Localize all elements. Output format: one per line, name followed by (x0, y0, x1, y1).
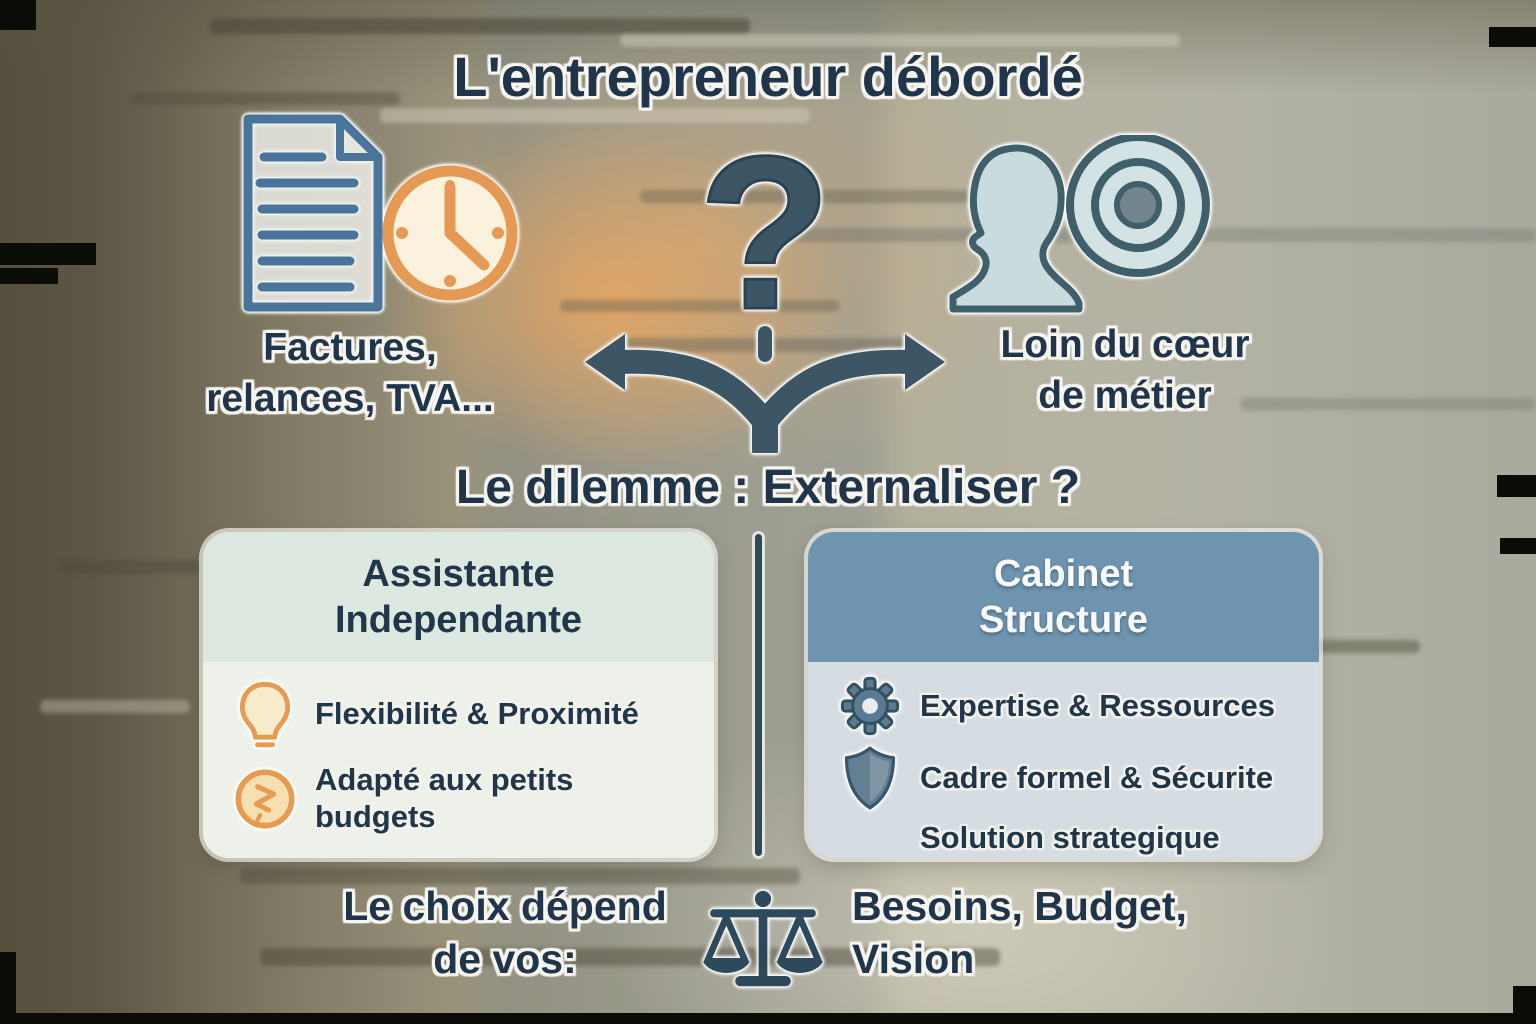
list-item-label: Flexibilité & Proximité (315, 695, 639, 731)
list-item: Solution strategique (834, 820, 1299, 857)
edge-patch (0, 0, 36, 30)
list-item: Adapté aux petits budgets (229, 762, 694, 835)
bottom-border (0, 1013, 1536, 1024)
document-and-clock-icon (243, 114, 518, 312)
edge-patch (0, 952, 16, 1014)
footer-left-text: Le choix dépend de vos: (343, 883, 667, 983)
gear-icon (834, 676, 906, 736)
right-card-title: Cabinet Structure (808, 532, 1319, 662)
list-item-label: Adapté aux petits budgets (315, 762, 574, 834)
left-card-title: Assistante Independante (203, 532, 714, 662)
vertical-divider (755, 534, 762, 856)
edge-patch (0, 243, 96, 265)
shield-icon (834, 746, 906, 810)
lightbulb-icon (229, 680, 301, 748)
card-assistante-independante: Assistante Independante Flexibilité & Pr… (203, 532, 714, 858)
background-streak (40, 700, 190, 713)
list-item: Flexibilité & Proximité (229, 680, 694, 748)
background-streak (210, 18, 750, 34)
edge-patch (1513, 986, 1536, 1014)
list-item: Expertise & Ressources (834, 676, 1299, 736)
edge-patch (1500, 538, 1536, 554)
footer-right-text: Besoins, Budget, Vision (852, 883, 1187, 983)
edge-patch (0, 268, 58, 284)
list-item: Cadre formel & Sécurite (834, 746, 1299, 810)
list-item-label: Solution strategique (920, 820, 1220, 855)
question-mark-fork-arrows-icon: ? (585, 148, 945, 453)
right-card-body: Expertise & Ressources Cadre formel & Sé… (808, 662, 1319, 858)
list-item-label: Cadre formel & Sécurite (920, 759, 1274, 795)
left-pain-caption: Factures, relances, TVA... (206, 326, 494, 420)
dilemma-heading: Le dilemme : Externaliser ? (455, 461, 1081, 514)
svg-text:?: ? (698, 148, 831, 355)
background-streak (60, 560, 200, 574)
page-title: L'entrepreneur débordé (453, 45, 1083, 108)
person-and-target-icon (949, 135, 1210, 313)
list-item-label: Expertise & Ressources (920, 687, 1275, 723)
right-pain-caption: Loin du cœur de métier (1000, 323, 1250, 417)
coin-icon (229, 768, 301, 830)
card-cabinet-structure: Cabinet Structure (808, 532, 1319, 858)
balance-scale-icon (702, 890, 824, 987)
left-card-body: Flexibilité & Proximité Adapté aux petit… (203, 662, 714, 858)
